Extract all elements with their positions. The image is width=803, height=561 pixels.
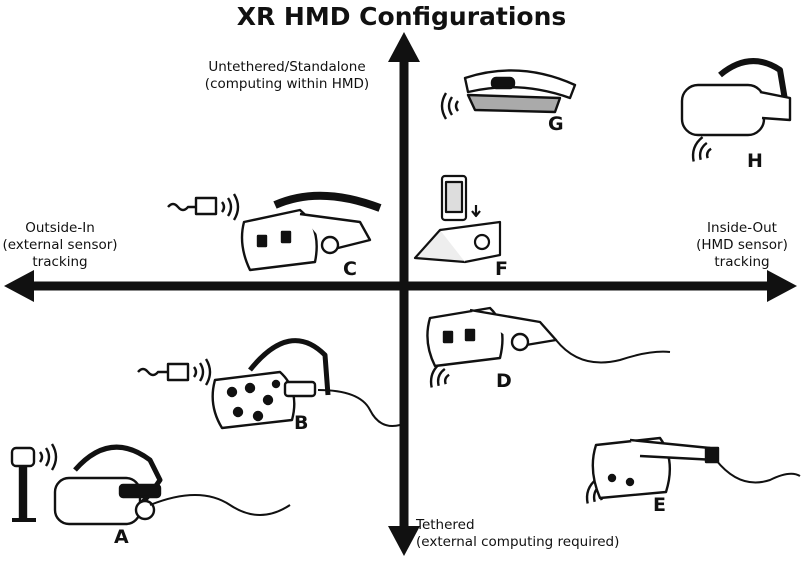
- device-label-g: G: [548, 113, 564, 135]
- vertical-axis-arrow: [388, 32, 420, 556]
- device-f-cardboard-viewer-icon: [413, 174, 502, 264]
- device-label-e: E: [653, 494, 666, 516]
- device-label-f: F: [495, 258, 508, 280]
- axis-label-top: Untethered/Standalone (computing within …: [204, 59, 370, 92]
- device-label-b: B: [294, 412, 309, 434]
- device-label-h: H: [747, 150, 763, 172]
- device-d-headset-icon: [426, 306, 671, 393]
- device-c-headset-icon: [167, 191, 382, 272]
- axis-label-bottom: Tethered (external computing required): [416, 517, 620, 550]
- axis-label-right: Inside-Out (HMD sensor) tracking: [696, 220, 788, 270]
- device-label-c: C: [343, 258, 357, 280]
- device-g-ar-glasses-icon: [440, 69, 577, 121]
- device-a-headset-icon: [10, 442, 291, 526]
- device-e-headset-icon: [582, 436, 801, 509]
- axis-label-left: Outside-In (external sensor) tracking: [2, 220, 118, 270]
- device-label-d: D: [496, 370, 512, 392]
- device-b-headset-icon: [137, 338, 401, 430]
- device-h-headset-icon: [680, 58, 792, 167]
- horizontal-axis-arrow: [4, 270, 797, 302]
- device-label-a: A: [114, 526, 129, 548]
- diagram-title: XR HMD Configurations: [236, 2, 567, 31]
